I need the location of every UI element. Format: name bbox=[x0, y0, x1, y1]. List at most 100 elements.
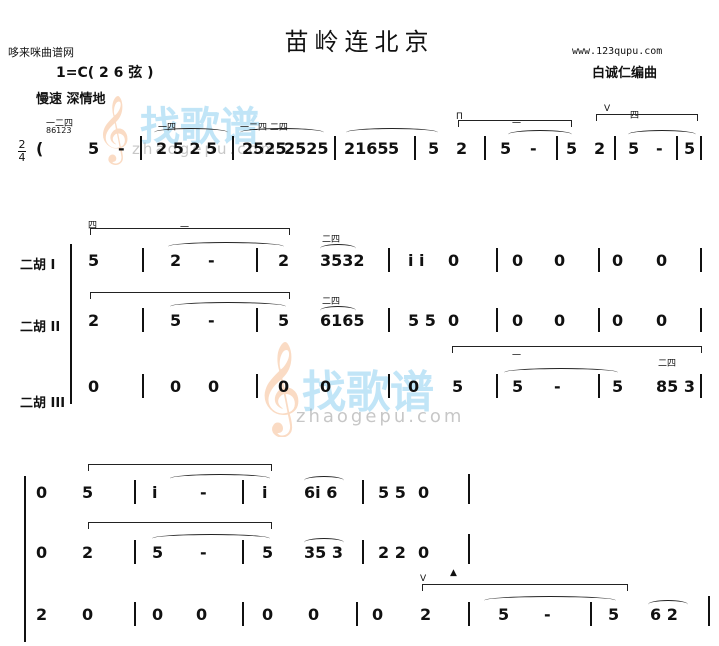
arranger-credit: 白诚仁编曲 bbox=[592, 66, 658, 81]
fingering-mark: 四 bbox=[88, 221, 98, 231]
bar-line bbox=[388, 374, 390, 398]
rest: 0 bbox=[418, 543, 430, 562]
bar-line bbox=[700, 308, 702, 332]
note: i bbox=[262, 483, 268, 502]
bow-mark: П bbox=[456, 112, 463, 122]
bar-line bbox=[414, 136, 416, 160]
bar-line bbox=[468, 534, 470, 564]
site-url-right: www.123qupu.com bbox=[572, 46, 663, 57]
slur bbox=[152, 534, 270, 543]
rest: 0 bbox=[656, 251, 668, 270]
time-signature-top: 2 bbox=[18, 138, 26, 151]
note: 5 bbox=[684, 139, 696, 158]
note-group: 35 3 bbox=[304, 543, 343, 562]
rest: 0 bbox=[170, 377, 182, 396]
rest: 0 bbox=[448, 251, 460, 270]
note-group: 2525 bbox=[242, 139, 287, 158]
rest: 0 bbox=[308, 605, 320, 624]
rest-dash: - bbox=[208, 251, 215, 270]
slur bbox=[346, 128, 438, 137]
rest-dash: - bbox=[208, 311, 215, 330]
bar-line bbox=[468, 602, 470, 626]
note: 2 bbox=[278, 251, 290, 270]
rest-dash: - bbox=[200, 483, 207, 502]
bar-line bbox=[496, 308, 498, 332]
rest: 0 bbox=[152, 605, 164, 624]
phrase-bracket bbox=[90, 292, 290, 299]
bar-line bbox=[388, 308, 390, 332]
bar-line bbox=[676, 136, 678, 160]
bar-line bbox=[362, 540, 364, 564]
bar-line bbox=[134, 480, 136, 504]
note: 2 bbox=[420, 605, 432, 624]
note-group: 2 5 2 5 bbox=[156, 139, 218, 158]
system-brace bbox=[24, 476, 26, 642]
note: 5 bbox=[452, 377, 464, 396]
bar-line bbox=[556, 136, 558, 160]
bar-line bbox=[356, 602, 358, 626]
string-mark: 86123 bbox=[46, 126, 72, 135]
rest: 0 bbox=[656, 311, 668, 330]
rest: 0 bbox=[512, 251, 524, 270]
rest: 0 bbox=[36, 543, 48, 562]
fingering-mark: 二四 bbox=[322, 235, 341, 245]
bar-line bbox=[232, 136, 234, 160]
note-group: 2525 bbox=[284, 139, 329, 158]
rest: 0 bbox=[372, 605, 384, 624]
note: 5 bbox=[262, 543, 274, 562]
phrase-bracket bbox=[596, 114, 698, 121]
bar-line bbox=[140, 136, 142, 160]
note-group: 6165 bbox=[320, 311, 365, 330]
note-group: 3532 bbox=[320, 251, 365, 270]
tempo-marking: 慢速 深情地 bbox=[36, 92, 106, 107]
bar-line bbox=[590, 602, 592, 626]
time-signature: 2 4 bbox=[18, 138, 26, 164]
note: 2 bbox=[456, 139, 468, 158]
bar-line bbox=[362, 480, 364, 504]
rest: 0 bbox=[554, 311, 566, 330]
rest: 0 bbox=[196, 605, 208, 624]
note: 5 bbox=[278, 311, 290, 330]
note: 5 bbox=[88, 139, 100, 158]
slur bbox=[170, 302, 286, 311]
slur bbox=[304, 538, 344, 547]
rest: 0 bbox=[554, 251, 566, 270]
note-group: 6i 6 bbox=[304, 483, 338, 502]
time-signature-bottom: 4 bbox=[18, 151, 26, 164]
bow-mark: V bbox=[420, 574, 427, 584]
fingering-mark: 四 bbox=[630, 111, 640, 121]
rest-dash: - bbox=[544, 605, 551, 624]
bar-line bbox=[614, 136, 616, 160]
system-brace bbox=[70, 244, 72, 404]
note: 5 bbox=[170, 311, 182, 330]
phrase-bracket bbox=[452, 346, 702, 353]
bar-line bbox=[242, 480, 244, 504]
note: 5 bbox=[512, 377, 524, 396]
slur bbox=[304, 476, 344, 485]
note: i bbox=[152, 483, 158, 502]
bar-line bbox=[496, 374, 498, 398]
slur bbox=[320, 244, 356, 253]
rest: 0 bbox=[36, 483, 48, 502]
note: 5 bbox=[152, 543, 164, 562]
bar-line bbox=[468, 474, 470, 504]
slur bbox=[320, 306, 356, 315]
bar-line bbox=[142, 308, 144, 332]
fingering-mark: 二四 bbox=[658, 359, 677, 369]
note: 5 bbox=[88, 251, 100, 270]
note: 5 bbox=[498, 605, 510, 624]
bar-line bbox=[700, 136, 702, 160]
key-signature: 1=C( 2 6 弦 ) bbox=[56, 65, 154, 81]
note: 2 bbox=[594, 139, 606, 158]
note: 5 bbox=[82, 483, 94, 502]
bar-line bbox=[388, 248, 390, 272]
site-name-left: 哆来咪曲谱网 bbox=[8, 46, 74, 59]
note: 2 bbox=[170, 251, 182, 270]
fingering-mark: 一 bbox=[512, 351, 522, 361]
rest: 0 bbox=[320, 377, 332, 396]
bar-line bbox=[134, 602, 136, 626]
note: 5 bbox=[566, 139, 578, 158]
rest: 0 bbox=[448, 311, 460, 330]
rest: 0 bbox=[208, 377, 220, 396]
bar-line bbox=[700, 374, 702, 398]
